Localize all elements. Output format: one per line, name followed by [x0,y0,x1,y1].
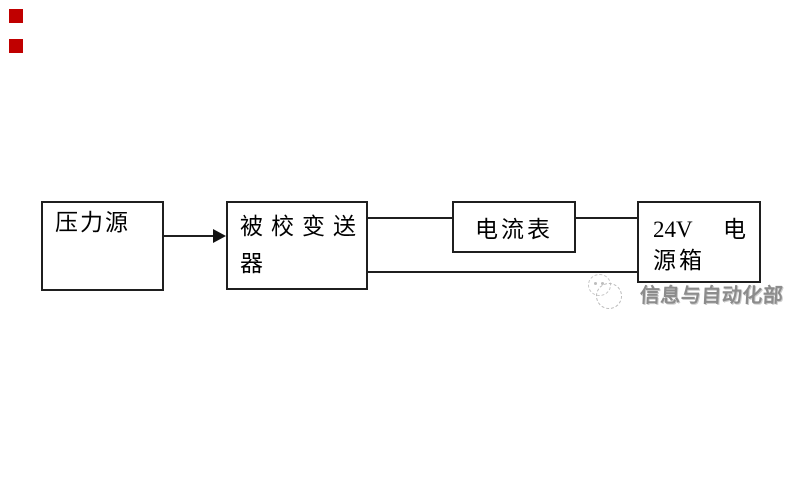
ammeter-box: 电流表 [452,201,576,253]
transmitter-label-line1: 被校变送 [240,214,364,239]
wire-ammeter-to-power [576,217,637,219]
arrow-head-icon [213,229,226,243]
transmitter-label-line2: 器 [240,251,263,276]
power-label-voltage: 24V [653,217,693,242]
pressure-source-box: 压力源 [41,201,164,291]
power-supply-box: 24V 电 源箱 [637,201,761,283]
wire-transmitter-to-power-return [368,271,637,273]
ammeter-label: 电流表 [475,217,553,242]
red-bullet-2 [9,39,23,53]
power-label-line2: 源箱 [653,248,705,273]
pressure-source-label: 压力源 [55,210,130,235]
panda-logo-icon [586,274,626,310]
watermark-text: 信息与自动化部 [639,285,784,307]
power-label-line1-right: 电 [723,217,746,242]
arrow-shaft [164,235,214,237]
red-bullet-1 [9,9,23,23]
wire-transmitter-to-ammeter [368,217,452,219]
transmitter-box: 被校变送 器 [226,201,368,290]
